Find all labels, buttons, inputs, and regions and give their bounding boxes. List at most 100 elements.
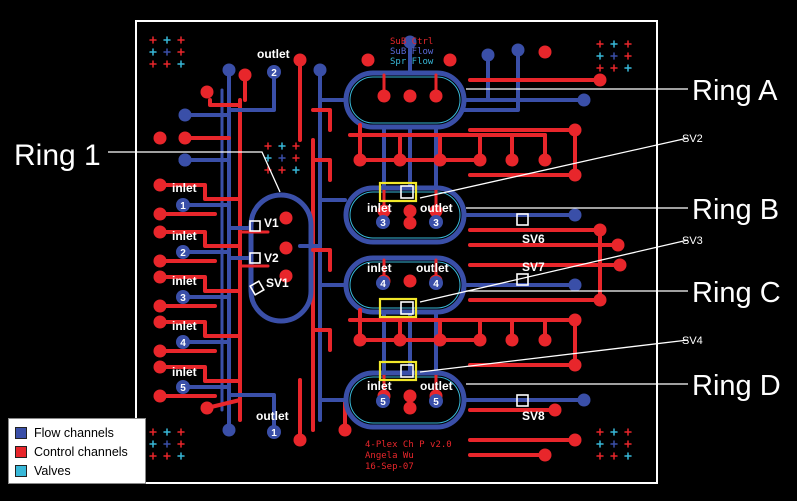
label-sv6: SV6 bbox=[522, 232, 545, 246]
svg-text:1: 1 bbox=[271, 428, 277, 439]
control-port bbox=[538, 333, 552, 347]
valve-box-sv4-inner bbox=[400, 364, 414, 378]
control-port bbox=[538, 448, 552, 462]
label-ring-1: Ring 1 bbox=[14, 139, 101, 172]
legend-label-control: Control channels bbox=[34, 444, 128, 459]
ring-c-inlet-badge: 4 bbox=[376, 276, 390, 290]
label-sv7: SV7 bbox=[522, 260, 545, 274]
label-ring-c: Ring C bbox=[692, 277, 781, 309]
valve-box-sv7 bbox=[516, 273, 529, 286]
svg-text:3: 3 bbox=[380, 218, 386, 229]
ring-b-center bbox=[403, 216, 417, 230]
label-sv2: SV2 bbox=[682, 133, 703, 145]
ring-branch-ctrl-1 bbox=[311, 158, 332, 182]
callouts bbox=[108, 88, 689, 385]
inlet-control-5 bbox=[158, 365, 242, 383]
inlet-label-3: inlet bbox=[172, 274, 197, 288]
ring-b-outlet-label: outlet bbox=[420, 201, 453, 215]
inlet-badge-1: 1 bbox=[176, 198, 190, 212]
valve-box-sv4 bbox=[378, 360, 418, 382]
inlet-badge-5: 5 bbox=[176, 380, 190, 394]
control-port bbox=[153, 254, 167, 268]
ring-c-outlet-label: outlet bbox=[416, 261, 449, 275]
ring-b-control bbox=[403, 204, 417, 218]
inlet-label-1: inlet bbox=[172, 181, 197, 195]
svg-text:2: 2 bbox=[271, 68, 277, 79]
flow-port bbox=[568, 208, 582, 222]
control-port bbox=[178, 131, 192, 145]
label-sv1: SV1 bbox=[266, 276, 289, 290]
ring-b-valve-line bbox=[349, 191, 461, 239]
credit-line-3: 16-Sep-07 bbox=[365, 462, 414, 472]
control-port bbox=[293, 433, 307, 447]
control-port bbox=[568, 433, 582, 447]
ring-a-right-flow-b bbox=[462, 48, 520, 112]
svg-text:1: 1 bbox=[180, 201, 186, 212]
control-port bbox=[153, 344, 167, 358]
svg-text:5: 5 bbox=[380, 397, 386, 408]
flow-port bbox=[178, 153, 192, 167]
label-ring-d: Ring D bbox=[692, 370, 781, 402]
ring-d-outlet-badge: 5 bbox=[429, 394, 443, 408]
valve-box-sv2 bbox=[378, 181, 418, 203]
legend-label-valves: Valves bbox=[34, 463, 71, 478]
credit-line-1: 4-Plex Ch P v2.0 bbox=[365, 440, 452, 450]
valve-box-sv8 bbox=[516, 394, 529, 407]
outlet-top-flow bbox=[227, 77, 276, 112]
label-ring-b: Ring B bbox=[692, 194, 779, 226]
flow-port bbox=[222, 423, 236, 437]
ring-branch-ctrl-0 bbox=[311, 108, 332, 132]
control-port bbox=[153, 299, 167, 313]
control-port bbox=[433, 153, 447, 167]
valve-box-v1 bbox=[249, 220, 261, 232]
valve-box-sv1 bbox=[249, 280, 265, 296]
ring-c-valve-line bbox=[349, 261, 461, 309]
flow-port bbox=[568, 278, 582, 292]
label-sv8: SV8 bbox=[522, 409, 545, 423]
valve-box-sv6 bbox=[516, 213, 529, 226]
inlet-badge-4: 4 bbox=[176, 335, 190, 349]
svg-text:3: 3 bbox=[180, 293, 186, 304]
ring-a-control bbox=[403, 89, 417, 103]
ring-1-control bbox=[279, 211, 293, 225]
control-port bbox=[200, 85, 214, 99]
label-ring-a: Ring A bbox=[692, 75, 778, 107]
legend-label-flow: Flow channels bbox=[34, 425, 114, 440]
outlet-label-bottom: outlet bbox=[256, 409, 289, 423]
port-labels: outlet outlet inlet inlet inlet inlet in… bbox=[172, 47, 453, 423]
label-v1: V1 bbox=[264, 216, 279, 230]
control-port bbox=[153, 270, 167, 284]
legend-item-flow: Flow channels bbox=[15, 423, 139, 442]
svg-text:5: 5 bbox=[433, 397, 439, 408]
ring-branch-ctrl-3 bbox=[311, 328, 332, 352]
legend-item-control: Control channels bbox=[15, 442, 139, 461]
valve-box-sv3 bbox=[378, 297, 418, 319]
inlet-control-3 bbox=[158, 275, 242, 293]
ring-d-control bbox=[403, 389, 417, 403]
inlet-label-4: inlet bbox=[172, 319, 197, 333]
control-port bbox=[473, 333, 487, 347]
control-port bbox=[505, 153, 519, 167]
control-port bbox=[593, 73, 607, 87]
svg-text:3: 3 bbox=[433, 218, 439, 229]
control-port bbox=[393, 153, 407, 167]
port-badges: 2 1 1 2 3 4 5 3 3 4 4 5 5 bbox=[176, 65, 443, 439]
valve-box-v2 bbox=[249, 252, 261, 264]
inlet-control-4 bbox=[158, 320, 242, 338]
control-top-left bbox=[208, 98, 242, 107]
inlet-badge-2: 2 bbox=[176, 245, 190, 259]
legend-swatch-valves bbox=[15, 464, 27, 477]
svg-text:5: 5 bbox=[180, 383, 186, 394]
svg-text:4: 4 bbox=[433, 279, 439, 290]
control-port bbox=[548, 403, 562, 417]
ring-c-outlet-badge: 4 bbox=[429, 276, 443, 290]
svg-text:4: 4 bbox=[180, 338, 186, 349]
ring-1-control bbox=[279, 269, 293, 283]
legend-swatch-flow bbox=[15, 426, 27, 439]
svg-text:4: 4 bbox=[380, 279, 386, 290]
inlet-control-2 bbox=[158, 230, 242, 248]
flow-port bbox=[313, 63, 327, 77]
outlet-badge-top: 2 bbox=[267, 65, 281, 79]
chip-outline bbox=[135, 20, 658, 484]
